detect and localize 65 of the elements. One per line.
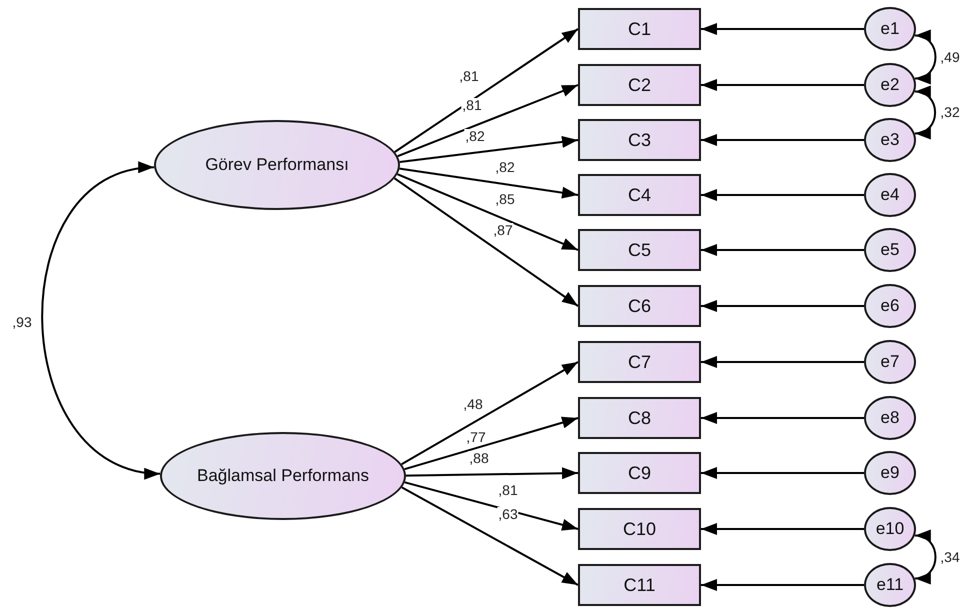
path-coefficient: ,81 <box>497 483 519 497</box>
covariance-arrow <box>914 532 936 582</box>
path-arrow <box>397 173 578 251</box>
observed-variable-box: C9 <box>578 452 701 494</box>
latent-variable-ellipse: Görev Performansı <box>154 120 400 210</box>
path-coefficient: ,34 <box>939 550 961 564</box>
error-term-circle: e10 <box>864 507 916 551</box>
path-coefficient: ,85 <box>494 192 516 206</box>
error-term-circle: e4 <box>864 173 916 217</box>
path-coefficient: ,82 <box>464 129 486 143</box>
path-coefficient: ,81 <box>458 69 480 83</box>
error-term-circle: e5 <box>864 228 916 272</box>
path-arrow <box>404 481 578 531</box>
path-coefficient: ,82 <box>494 160 516 174</box>
path-arrow <box>701 189 864 201</box>
observed-variable-box: C10 <box>578 508 701 550</box>
error-term-circle: e6 <box>864 284 916 328</box>
path-coefficient: ,63 <box>497 507 519 521</box>
error-term-circle: e7 <box>864 340 916 384</box>
observed-variable-box: C8 <box>578 397 701 439</box>
observed-variable-box: C1 <box>578 8 701 50</box>
path-arrow <box>400 136 578 163</box>
covariance-arrow <box>914 32 936 82</box>
path-arrow <box>394 177 579 307</box>
path-coefficient: ,88 <box>468 451 490 465</box>
path-coefficient: ,77 <box>465 430 487 444</box>
error-term-circle: e9 <box>864 451 916 495</box>
path-arrow <box>701 523 864 535</box>
path-arrow <box>397 84 578 158</box>
path-arrow <box>701 23 864 35</box>
path-arrow <box>394 28 579 153</box>
observed-variable-box: C6 <box>578 285 701 327</box>
path-coefficient: ,49 <box>939 50 961 64</box>
path-arrow <box>701 244 864 256</box>
error-term-circle: e3 <box>864 118 916 162</box>
path-arrow <box>701 467 864 479</box>
path-arrow <box>406 467 578 480</box>
covariance-arrow <box>41 164 160 478</box>
path-arrow <box>399 168 578 199</box>
observed-variable-box: C2 <box>578 64 701 106</box>
path-coefficient: ,93 <box>11 315 33 329</box>
path-coefficient: ,87 <box>492 223 514 237</box>
observed-variable-box: C4 <box>578 174 701 216</box>
error-term-circle: e8 <box>864 396 916 440</box>
path-coefficient: ,81 <box>461 98 483 112</box>
path-arrow <box>701 134 864 146</box>
observed-variable-box: C3 <box>578 119 701 161</box>
path-arrow <box>701 300 864 312</box>
observed-variable-box: C5 <box>578 229 701 271</box>
path-arrow <box>404 416 578 470</box>
path-coefficient: ,48 <box>462 397 484 411</box>
error-term-circle: e1 <box>864 7 916 51</box>
latent-variable-ellipse: Bağlamsal Performans <box>160 432 406 520</box>
path-arrow <box>701 579 864 591</box>
path-coefficient: ,32 <box>939 105 961 119</box>
path-arrow <box>401 486 578 586</box>
path-arrow <box>701 79 864 91</box>
observed-variable-box: C11 <box>578 564 701 606</box>
path-arrow <box>701 356 864 368</box>
error-term-circle: e11 <box>864 563 916 607</box>
path-arrow <box>401 361 578 466</box>
covariance-arrow <box>914 88 936 138</box>
observed-variable-box: C7 <box>578 341 701 383</box>
error-term-circle: e2 <box>864 63 916 107</box>
path-arrow <box>701 412 864 424</box>
